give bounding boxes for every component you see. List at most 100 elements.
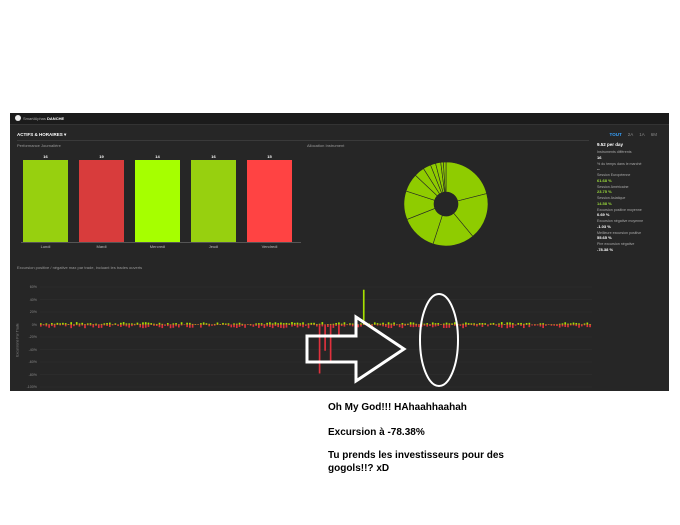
excursion-positive-bar bbox=[503, 324, 506, 325]
excursion-negative-bar bbox=[321, 324, 324, 327]
excursion-positive-bar bbox=[73, 324, 75, 325]
excursion-positive-bar bbox=[202, 322, 205, 325]
annotation-line-3: Tu prends les investisseurs pour des bbox=[328, 450, 504, 461]
daily-axis-line bbox=[21, 242, 301, 243]
excursion-positive-bar bbox=[255, 323, 257, 325]
excursion-positive-bar bbox=[200, 323, 202, 325]
excursion-positive-bar bbox=[155, 323, 158, 325]
stat-label: Session Asiatique bbox=[597, 196, 626, 200]
day-label: Mardi bbox=[96, 244, 107, 249]
assets-hours-menu[interactable]: ACTIFS & HORAIRES ▾ bbox=[17, 132, 66, 138]
excursion-negative-bar bbox=[371, 324, 373, 328]
excursion-negative-bar bbox=[40, 324, 42, 327]
stat-label: Excursion positive moyenne bbox=[597, 207, 642, 212]
excursion-negative-bar bbox=[561, 324, 564, 327]
excursion-positive-bar bbox=[84, 324, 86, 325]
brand-name: DANCHE bbox=[47, 116, 65, 121]
excursion-negative-bar bbox=[539, 324, 542, 327]
logo-icon bbox=[15, 115, 21, 121]
excursion-negative-bar bbox=[142, 324, 144, 329]
excursion-negative-bar bbox=[299, 324, 302, 327]
excursion-negative-bar bbox=[249, 324, 252, 326]
excursion-negative-bar bbox=[525, 324, 528, 326]
excursion-positive-bar bbox=[133, 323, 136, 325]
excursion-positive-bar bbox=[310, 322, 313, 325]
excursion-positive-bar bbox=[233, 323, 235, 325]
excursion-positive-bar bbox=[492, 322, 495, 325]
excursion-negative-bar bbox=[266, 324, 268, 327]
tab-2a[interactable]: 2A bbox=[627, 132, 634, 137]
excursion-negative-bar bbox=[291, 324, 293, 327]
excursion-negative-bar bbox=[390, 324, 393, 329]
stats-heading: 9.52 per day bbox=[597, 142, 624, 147]
stat-value: 14.58 % bbox=[597, 200, 612, 206]
excursion-negative-bar bbox=[269, 324, 271, 328]
excursion-positive-bar bbox=[564, 322, 567, 325]
excursion-positive-bar bbox=[81, 322, 84, 325]
excursion-negative-bar bbox=[208, 324, 211, 327]
excursion-positive-bar bbox=[92, 324, 95, 325]
excursion-positive-bar bbox=[335, 323, 337, 325]
excursion-positive-bar bbox=[249, 324, 252, 325]
excursion-negative-bar bbox=[194, 324, 197, 325]
excursion-positive-bar bbox=[556, 324, 558, 325]
excursion-negative-bar bbox=[498, 324, 500, 328]
stat-value: 55.65 % bbox=[597, 235, 612, 240]
excursion-positive-bar bbox=[158, 322, 161, 325]
excursion-positive-bar bbox=[572, 322, 575, 325]
excursion-positive-bar bbox=[575, 322, 578, 325]
excursion-positive-bar bbox=[484, 323, 487, 325]
excursion-negative-bar bbox=[200, 324, 202, 328]
excursion-negative-bar bbox=[385, 324, 387, 327]
excursion-positive-bar bbox=[561, 323, 564, 325]
top-bar: SmartAlphas DANCHE bbox=[10, 113, 669, 125]
excursion-positive-bar bbox=[465, 322, 467, 325]
excursion-negative-bar bbox=[545, 324, 547, 326]
excursion-positive-bar bbox=[194, 324, 197, 325]
excursion-positive-bar bbox=[178, 324, 180, 325]
excursion-positive-bar bbox=[109, 322, 111, 325]
excursion-positive-bar bbox=[385, 323, 387, 325]
excursion-positive-bar bbox=[418, 324, 420, 325]
excursion-positive-bar bbox=[271, 323, 274, 325]
excursion-positive-bar bbox=[266, 322, 268, 325]
tab-tout[interactable]: TOUT bbox=[609, 132, 622, 137]
excursion-positive-bar bbox=[583, 323, 586, 325]
excursion-negative-bar bbox=[136, 324, 139, 325]
excursion-positive-bar bbox=[186, 322, 188, 325]
excursion-negative-bar bbox=[442, 324, 445, 328]
excursion-positive-bar bbox=[144, 322, 147, 325]
excursion-positive-bar bbox=[454, 322, 456, 325]
chevron-down-icon: ▾ bbox=[64, 132, 67, 137]
excursion-positive-bar bbox=[398, 324, 401, 325]
excursion-negative-bar bbox=[180, 324, 183, 326]
excursion-negative-bar bbox=[73, 324, 75, 327]
excursion-positive-bar bbox=[293, 322, 296, 325]
excursion-positive-bar bbox=[67, 324, 70, 325]
excursion-negative-bar bbox=[316, 324, 318, 327]
excursion-negative-bar bbox=[547, 324, 550, 326]
stat-label: Pire excursion négative bbox=[597, 242, 635, 246]
excursion-positive-bar bbox=[51, 323, 53, 325]
excursion-negative-bar bbox=[393, 324, 395, 327]
daily-performance-title: Performance Journalière bbox=[17, 143, 61, 148]
excursion-negative-bar bbox=[56, 324, 59, 325]
tab-1a[interactable]: 1A bbox=[639, 132, 645, 137]
excursion-positive-bar bbox=[59, 323, 61, 325]
excursion-negative-bar bbox=[244, 324, 246, 328]
tab-6m[interactable]: 6M bbox=[650, 132, 657, 137]
excursion-positive-bar bbox=[393, 322, 395, 325]
excursion-positive-bar bbox=[338, 322, 340, 325]
excursion-negative-bar bbox=[476, 324, 478, 327]
menu-label: ACTIFS & HORAIRES bbox=[17, 132, 63, 137]
day-bar bbox=[191, 160, 236, 242]
excursion-positive-bar bbox=[180, 322, 183, 325]
excursion-positive-bar bbox=[550, 324, 553, 325]
excursion-negative-bar bbox=[517, 324, 520, 325]
excursion-positive-bar bbox=[379, 323, 382, 325]
excursion-negative-bar bbox=[147, 324, 150, 327]
excursion-negative-bar bbox=[473, 324, 475, 326]
day-bar bbox=[79, 160, 124, 242]
excursion-positive-bar bbox=[415, 323, 418, 325]
